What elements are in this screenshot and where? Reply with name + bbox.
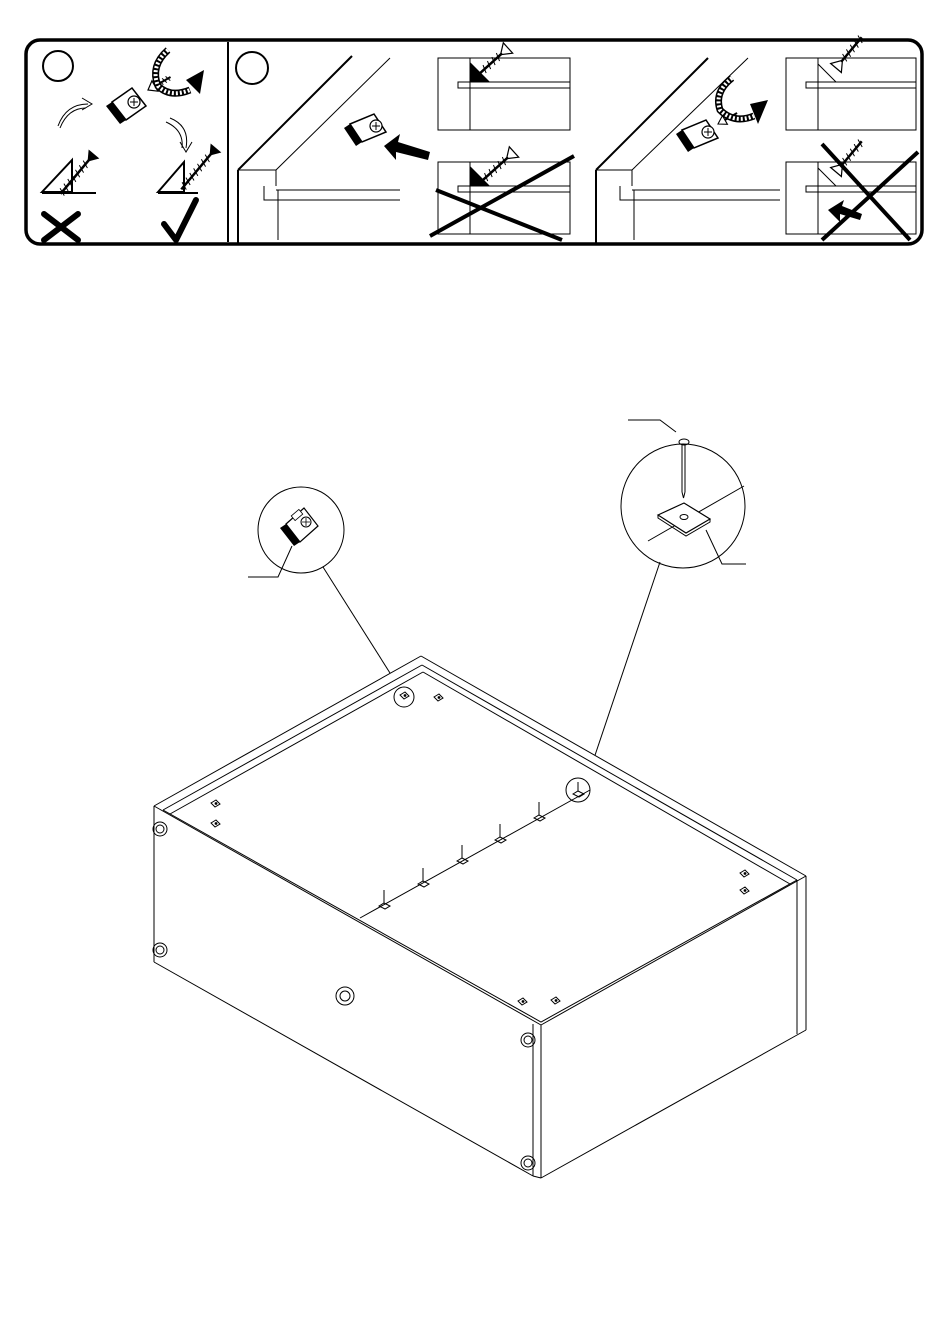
rotate-arrow-icon bbox=[58, 98, 92, 128]
push-arrow-icon bbox=[384, 134, 430, 160]
tighten-arrow-icon bbox=[156, 50, 204, 94]
screw-correct-inset-2 bbox=[786, 33, 916, 130]
cross-icon-b1 bbox=[430, 156, 574, 240]
screw-correct-inset bbox=[438, 43, 570, 130]
cabinet-body bbox=[154, 656, 806, 1178]
callout-cam-detail bbox=[248, 487, 402, 692]
step-a bbox=[42, 50, 221, 240]
checkmark-icon bbox=[164, 200, 196, 240]
cabinet-corner-tighten bbox=[596, 58, 780, 243]
instruction-panel bbox=[26, 33, 922, 244]
tighten-arrow-icon-b bbox=[719, 78, 769, 124]
cabinet-assembly bbox=[153, 420, 806, 1178]
screw-wrong-inset-2 bbox=[786, 137, 918, 240]
step-a-number-circle bbox=[43, 51, 73, 81]
screw-wrong-inset bbox=[430, 147, 574, 240]
screw-correct-icon bbox=[158, 144, 221, 194]
step-b bbox=[236, 33, 918, 243]
cam-lock-icon bbox=[106, 72, 174, 124]
callout-nail-detail bbox=[585, 420, 746, 785]
step-b-number-circle bbox=[236, 52, 268, 84]
cabinet-corner-push bbox=[238, 56, 430, 243]
nail-icon bbox=[679, 439, 689, 498]
screw-wrong-icon bbox=[42, 150, 99, 199]
rotate-arrow-icon-2 bbox=[166, 118, 192, 152]
cross-icon bbox=[44, 214, 78, 240]
